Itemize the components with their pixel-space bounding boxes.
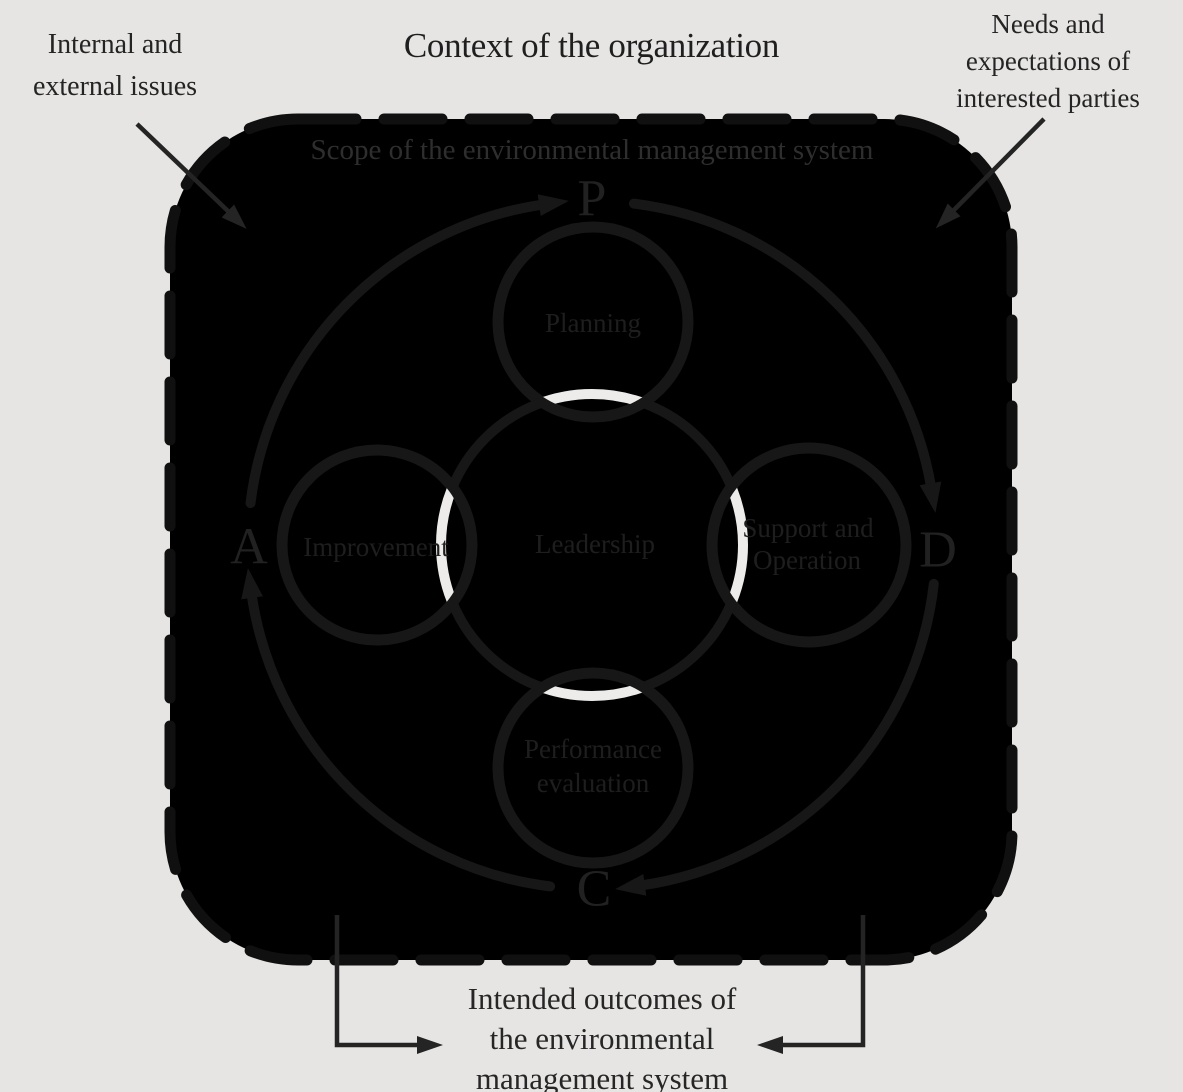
needs-expectations-label: Needs and expectations of interested par… [956,9,1140,113]
scope-panel [170,119,1012,960]
scope-label: Scope of the environmental management sy… [311,134,874,166]
ring-arc-plan-to-do-arrow [628,198,942,513]
letter-check: C [577,861,612,918]
internal-external-issues-label: Internal and external issues [32,29,198,102]
planning-circle [492,221,694,423]
improvement-label: Improvement [303,532,449,562]
scope-panel-dashed-border [164,113,1018,966]
letter-act: A [230,519,268,576]
support-operation-label-line2: Operation [753,545,861,575]
interested-parties-arrow [935,117,1046,229]
internal-issues-arrow [135,122,247,229]
improvement-circle [276,444,478,646]
intended-outcomes-label: Intended outcomes of the environmental m… [467,981,737,1092]
performance-evaluation-label-line1: Performance [524,734,662,764]
ring-arc-act-to-plan-arrow [245,194,569,509]
intended-outcomes-right-arrow [757,915,866,1054]
letter-plan: P [578,171,607,228]
diagram-title: Context of the organization [403,26,780,65]
ring-arc-check-to-act-arrow [241,568,556,892]
annotation-arrows [135,117,1046,1054]
support-operation-label-line1: Support and [742,513,874,543]
performance-evaluation-label-line2: evaluation [537,768,650,798]
pdca-ring [241,194,942,896]
planning-label: Planning [545,308,641,338]
support-operation-circle [706,442,912,648]
intended-outcomes-left-arrow [334,915,443,1054]
letter-do: D [919,522,957,579]
leadership-label: Leadership [535,529,655,559]
ring-arc-do-to-check-arrow [615,578,939,896]
leadership-circle-white-arcs [436,389,748,701]
process-circles [276,221,912,869]
performance-evaluation-circle [492,667,694,869]
